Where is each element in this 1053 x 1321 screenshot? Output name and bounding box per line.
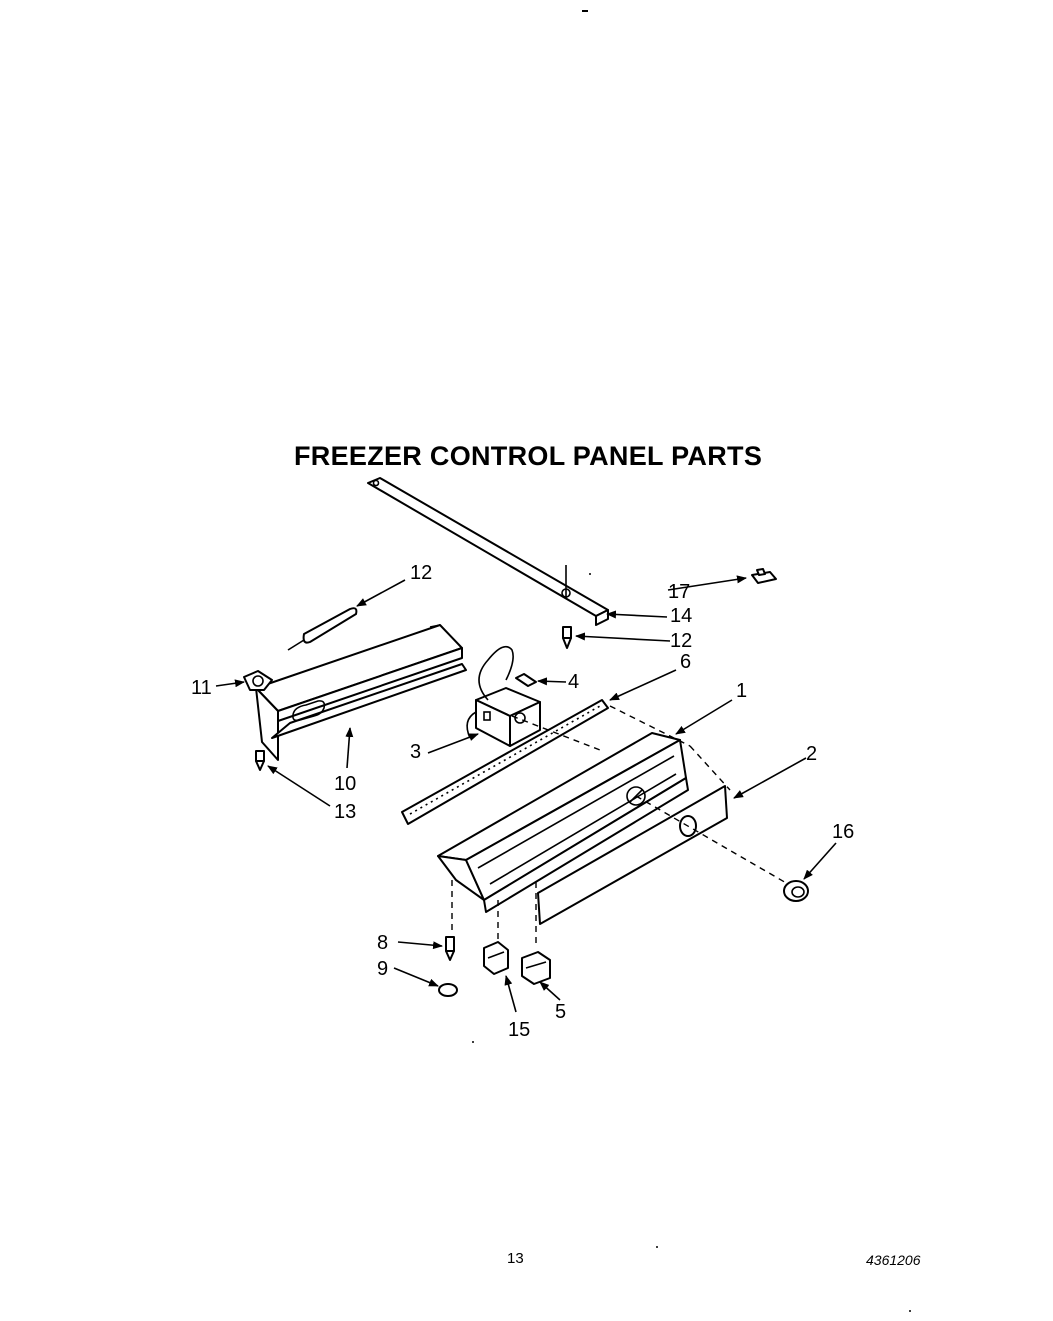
part-2-overlay-panel <box>537 785 728 925</box>
part-12-screw-upper <box>562 626 572 649</box>
callout-8: 8 <box>377 932 388 954</box>
callout-12-lower: 13 <box>334 801 356 823</box>
callout-14: 14 <box>670 605 692 627</box>
callout-13: 12 <box>410 562 432 584</box>
callout-12-upper: 12 <box>670 630 692 652</box>
callout-4: 4 <box>568 671 579 693</box>
scan-speck <box>472 1041 474 1043</box>
callout-11: 11 <box>191 677 212 699</box>
part-15-switch <box>483 941 509 975</box>
diagram-title: FREEZER CONTROL PANEL PARTS <box>294 441 763 471</box>
part-4-screw <box>515 673 537 687</box>
callout-17: 17 <box>668 581 690 603</box>
part-3-thermostat <box>466 645 541 747</box>
part-6-gasket-strip <box>401 699 609 825</box>
page-number: 13 <box>507 1250 524 1267</box>
callout-5: 5 <box>555 1001 566 1023</box>
callout-16: 16 <box>832 821 854 843</box>
part-10-bracket <box>255 624 467 761</box>
part-12-screw-lower <box>255 750 265 771</box>
part-17-clip <box>751 568 777 584</box>
document-number: 4361206 <box>866 1252 921 1268</box>
part-11-clamp <box>243 670 273 691</box>
assembly-dashed-lines <box>451 705 789 948</box>
callout-9: 9 <box>377 958 388 980</box>
part-8-screw <box>445 936 455 961</box>
callout-6: 6 <box>680 651 691 673</box>
callout-2: 2 <box>806 743 817 765</box>
callout-10: 10 <box>334 773 356 795</box>
scan-speck <box>909 1310 911 1312</box>
part-1-control-housing <box>437 732 689 913</box>
part-16-knob <box>783 880 809 902</box>
scan-speck <box>656 1246 658 1248</box>
part-13-sensor-tube <box>287 607 358 651</box>
callout-leaders <box>215 575 837 1013</box>
part-14-mounting-bar <box>367 477 609 626</box>
scan-speck <box>589 573 591 575</box>
scan-speck <box>582 10 588 12</box>
part-9-washer <box>438 983 458 997</box>
callout-3: 3 <box>410 741 421 763</box>
callout-1: 1 <box>736 680 747 702</box>
callout-15: 15 <box>508 1019 530 1041</box>
part-5-switch <box>521 951 551 985</box>
